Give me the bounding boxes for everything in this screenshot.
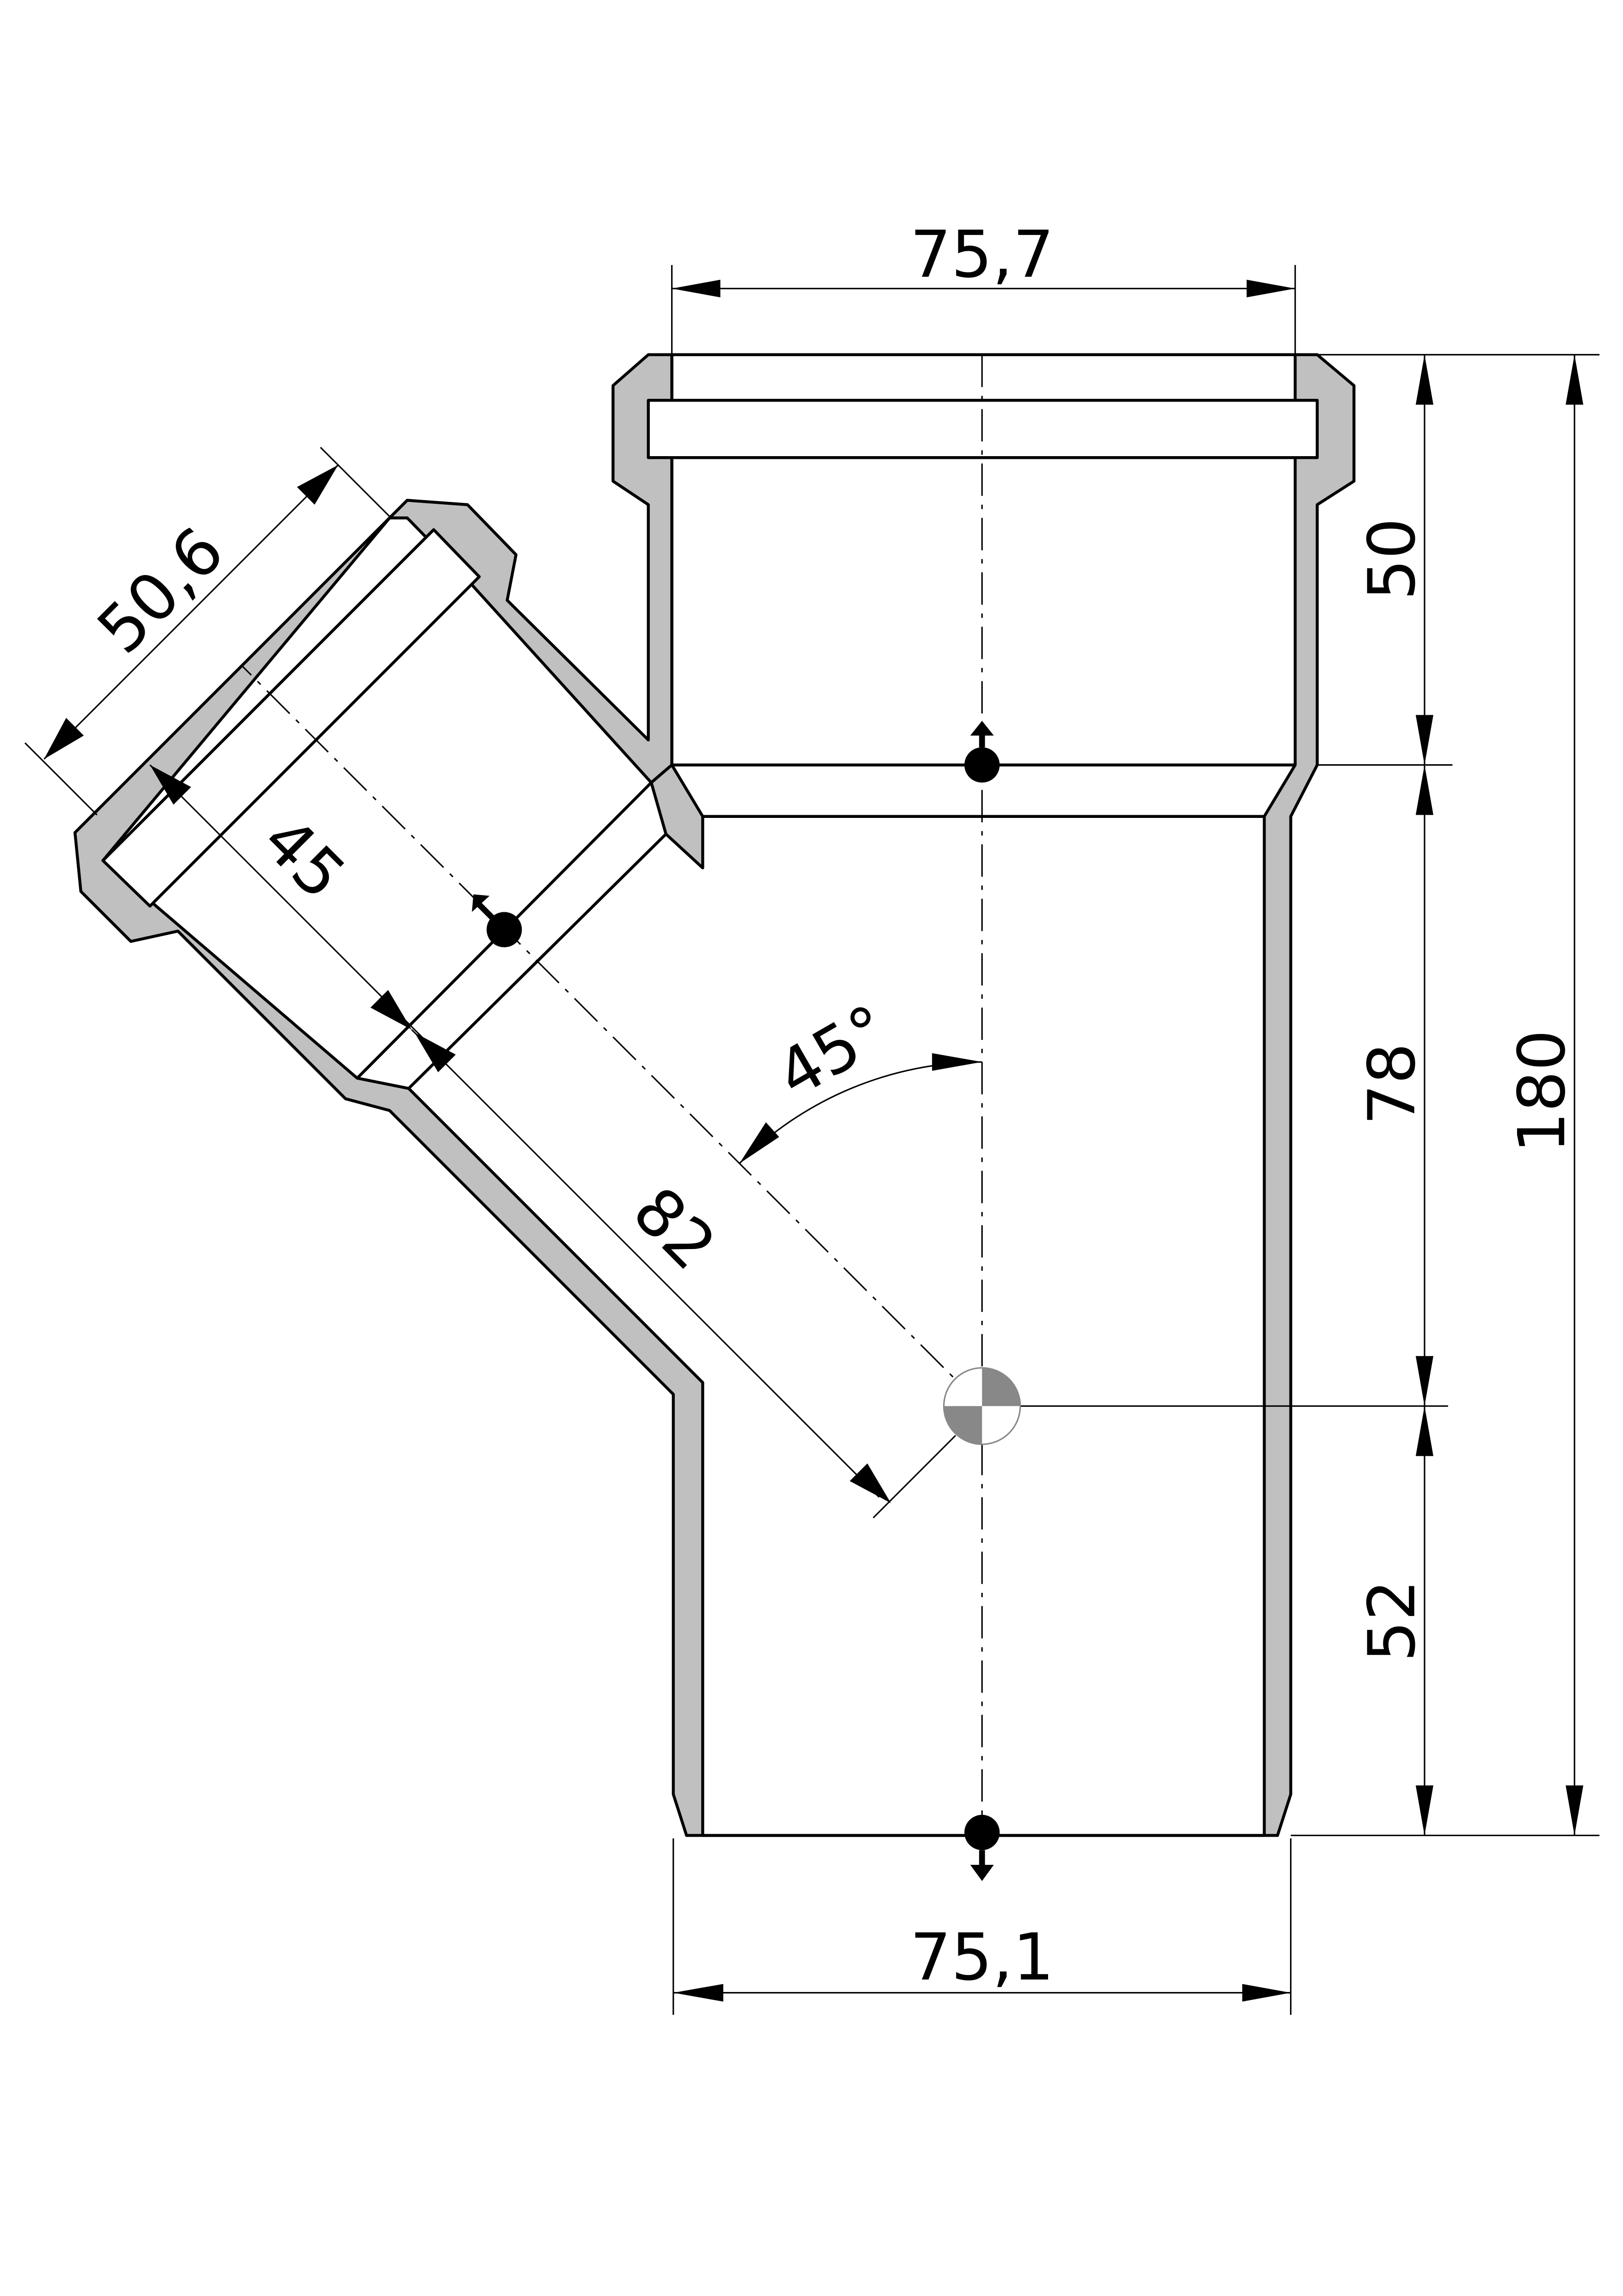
fitting-cavity [101, 353, 1297, 1837]
branch-axis [242, 666, 983, 1407]
dim-top-diameter: 75,7 [910, 217, 1054, 292]
dim-total-height: 180 [1504, 1030, 1580, 1153]
dimension-arrows [44, 279, 1584, 2002]
dim-middle-height: 78 [1354, 1043, 1430, 1125]
flow-marker-icon [964, 1814, 1000, 1881]
dimension-lines [24, 265, 1600, 2015]
dim-bottom-diameter: 75,1 [910, 1919, 1054, 1995]
dim-socket-depth: 50 [1354, 518, 1430, 600]
dim-bottom-height: 52 [1354, 1579, 1430, 1662]
center-mark-icon [943, 1367, 1021, 1445]
branch-spigot-end [649, 763, 704, 870]
flow-marker-icon [964, 721, 1000, 783]
flow-marker-icon [472, 894, 522, 947]
dim-branch-diameter: 50,6 [83, 513, 238, 668]
